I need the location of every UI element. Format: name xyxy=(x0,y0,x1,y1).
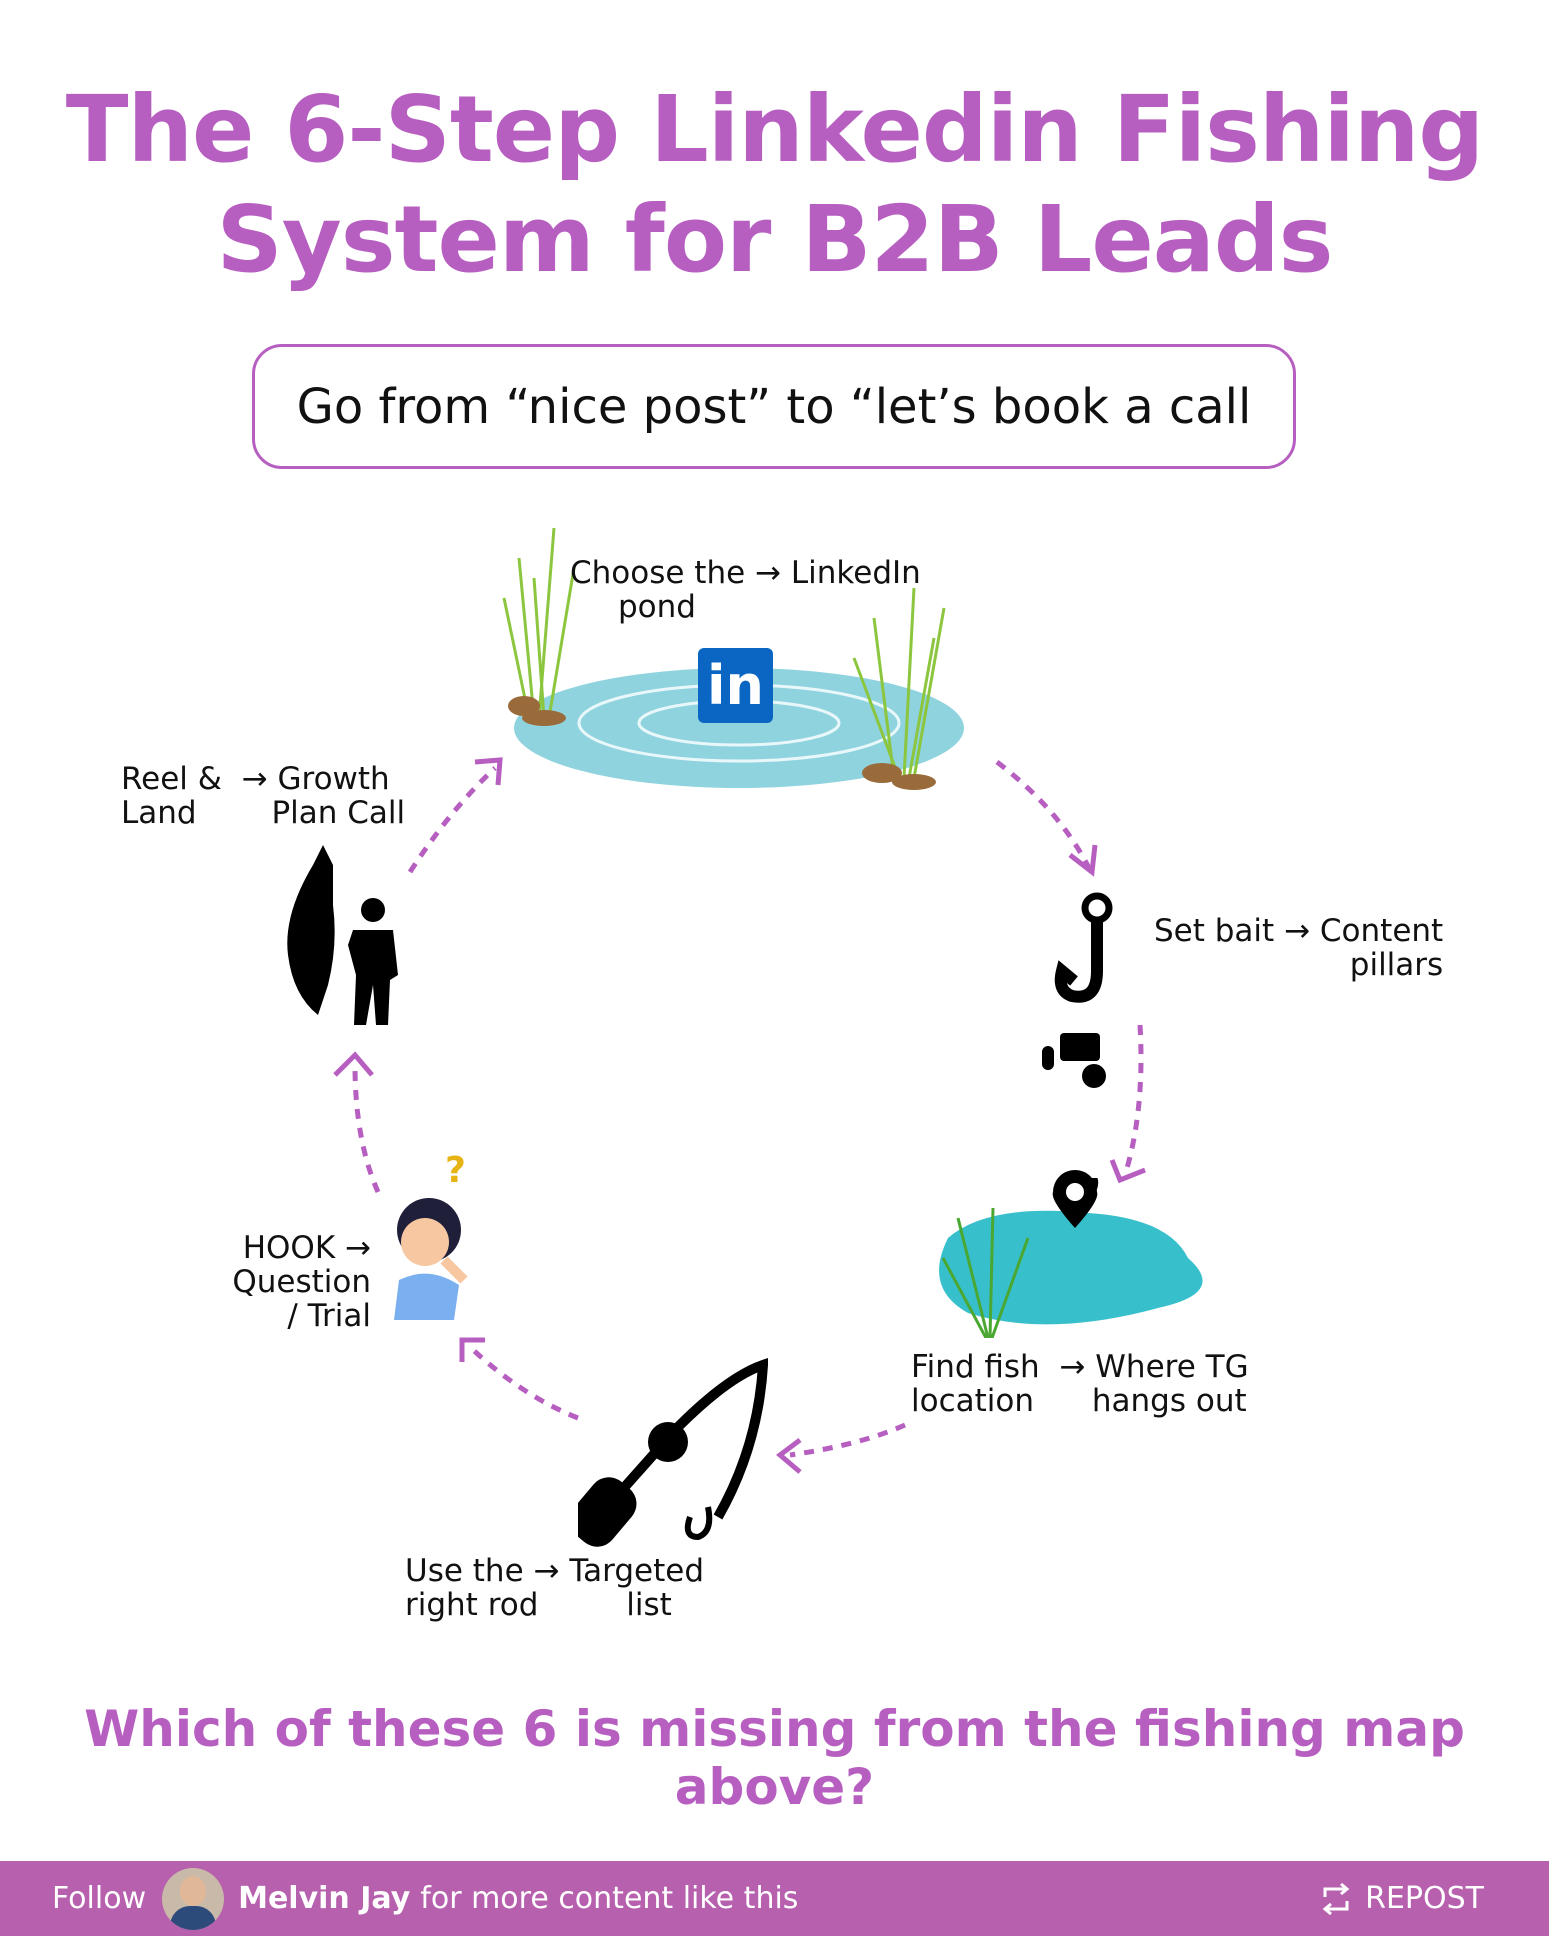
question-mark-icon: ? xyxy=(445,1150,466,1191)
footer-bar: Follow Melvin Jay for more content like … xyxy=(0,1861,1549,1936)
confused-boy-icon xyxy=(394,1198,468,1320)
arrow-6 xyxy=(407,766,497,874)
closing-question: Which of these 6 is missing from the fis… xyxy=(84,1700,1465,1816)
hook-icon xyxy=(1042,892,1113,1088)
fisherman-with-fish-icon xyxy=(287,845,398,1025)
title-line-1: The 6-Step Linkedin Fishing xyxy=(65,76,1485,183)
author-name[interactable]: Melvin Jay xyxy=(238,1881,411,1916)
follow-label: Follow xyxy=(52,1881,147,1916)
linkedin-icon: in xyxy=(698,648,773,723)
location-pin-icon xyxy=(1050,1170,1100,1230)
follow-suffix: for more content like this xyxy=(420,1881,799,1916)
title-line-2: System for B2B Leads xyxy=(216,186,1334,293)
repost-label: REPOST xyxy=(1365,1881,1484,1916)
repost-icon xyxy=(1322,1882,1350,1915)
arrow-2 xyxy=(1122,1024,1144,1176)
subtitle: Go from “nice post” to “let’s book a cal… xyxy=(296,378,1252,435)
subtitle-box: Go from “nice post” to “let’s book a cal… xyxy=(252,344,1296,469)
arrow-1 xyxy=(995,760,1093,872)
camera-icon xyxy=(1060,1033,1100,1061)
arrow-5 xyxy=(352,1064,381,1194)
avatar[interactable] xyxy=(162,1867,225,1930)
step-5-label: HOOK → Question/ Trial xyxy=(232,1230,371,1334)
fishing-rod-icon xyxy=(578,1357,768,1547)
arrow-3 xyxy=(789,1422,907,1458)
microphone-icon xyxy=(1042,1046,1054,1070)
repost-button[interactable]: REPOST xyxy=(1319,1881,1484,1916)
arrow-4 xyxy=(466,1343,579,1421)
